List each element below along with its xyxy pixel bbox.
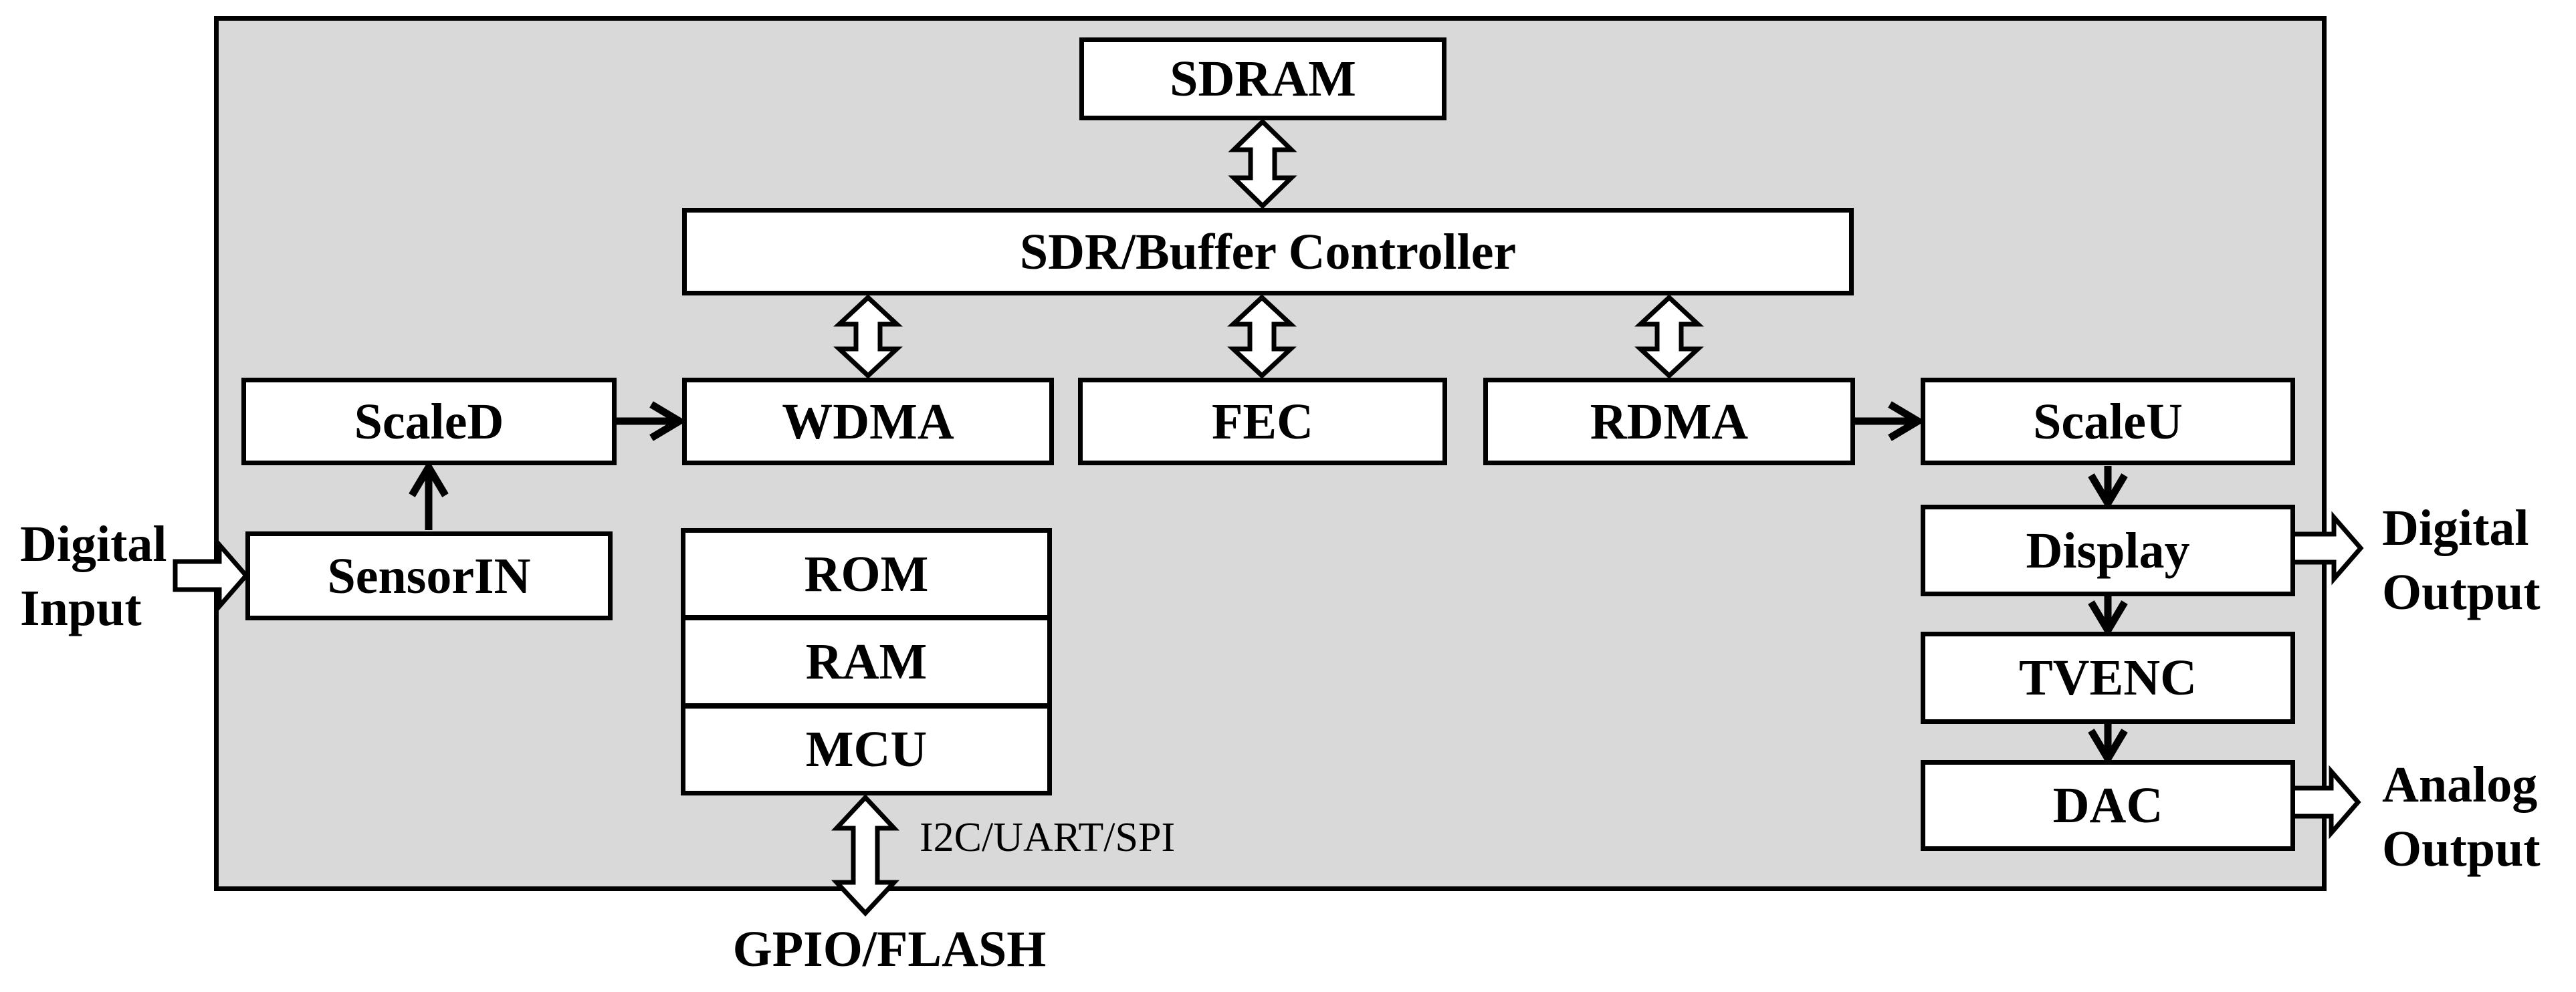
label-digital-output-line1: Digital [2382, 500, 2529, 556]
block-wdma: WDMA [682, 378, 1054, 465]
block-mcu: MCU [805, 721, 928, 778]
label-analog-output: Analog Output [2382, 753, 2541, 881]
arrow-mcu-gpio-icon [831, 793, 900, 917]
arrow-scaleu-display-head-icon [2088, 473, 2128, 511]
block-ram: RAM [685, 615, 1047, 709]
block-sdr-buffer-controller: SDR/Buffer Controller [682, 208, 1854, 295]
block-dac: DAC [1921, 760, 2295, 851]
arrow-analog-output-icon [2290, 765, 2361, 840]
arrow-digital-input-icon [173, 538, 249, 613]
label-i2c-uart-spi: I2C/UART/SPI [920, 815, 1176, 860]
label-digital-input-line1: Digital [20, 516, 167, 572]
block-mcu-stack: ROM RAM MCU [681, 528, 1052, 795]
label-digital-output: Digital Output [2382, 496, 2541, 624]
arrow-tvenc-dac-head-icon [2088, 729, 2128, 766]
arrow-controller-rdma-icon [1634, 294, 1704, 379]
block-fec: FEC [1078, 378, 1447, 465]
block-scaleu: ScaleU [1921, 378, 2295, 465]
block-scaled: ScaleD [241, 378, 617, 465]
label-digital-output-line2: Output [2382, 564, 2541, 620]
arrow-digital-output-icon [2290, 511, 2364, 586]
block-sdram: SDRAM [1079, 37, 1446, 120]
arrow-controller-wdma-icon [833, 294, 903, 379]
arrow-rdma-scaleu-head-icon [1888, 401, 1925, 441]
block-sensorin: SensorIN [245, 531, 613, 620]
arrow-sensorin-scaled-head-icon [409, 460, 449, 497]
arrow-sdram-controller-icon [1228, 118, 1297, 209]
label-digital-input-line2: Input [20, 580, 142, 636]
label-gpio-flash: GPIO/FLASH [732, 921, 1047, 977]
arrow-scaled-wdma-head-icon [649, 401, 687, 441]
label-digital-input: Digital Input [20, 512, 167, 640]
block-rom: ROM [804, 545, 929, 602]
arrow-controller-fec-icon [1227, 294, 1297, 379]
block-rdma: RDMA [1483, 378, 1855, 465]
arrow-display-tvenc-head-icon [2088, 600, 2128, 638]
label-analog-output-line2: Output [2382, 821, 2541, 877]
block-tvenc: TVENC [1921, 632, 2295, 724]
block-display: Display [1921, 505, 2295, 596]
label-analog-output-line1: Analog [2382, 757, 2538, 813]
